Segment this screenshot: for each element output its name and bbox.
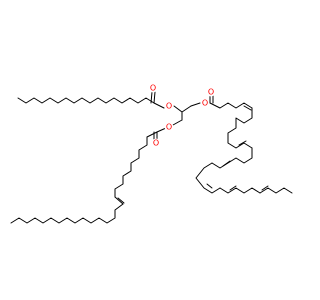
oleate-chain bbox=[10, 131, 158, 224]
svg-text:O: O bbox=[153, 139, 159, 148]
svg-text:O: O bbox=[150, 84, 156, 93]
svg-text:O: O bbox=[202, 99, 208, 108]
svg-text:O: O bbox=[208, 88, 214, 97]
atom-o-palmitate-ester: O bbox=[164, 101, 174, 111]
palmitate-chain bbox=[17, 97, 155, 104]
structure-diagram: O O O O O O bbox=[10, 83, 293, 224]
atom-o-oleate-ester: O bbox=[164, 122, 174, 132]
atom-o-palmitate-carbonyl: O bbox=[148, 83, 158, 93]
dha-chain bbox=[195, 94, 293, 194]
atom-o-dha-carbonyl: O bbox=[206, 87, 216, 97]
atom-o-oleate-carbonyl: O bbox=[151, 138, 161, 148]
svg-text:O: O bbox=[166, 123, 172, 132]
svg-text:O: O bbox=[166, 102, 172, 111]
atom-o-dha-ester: O bbox=[200, 98, 210, 108]
glycerol-backbone bbox=[150, 91, 201, 141]
